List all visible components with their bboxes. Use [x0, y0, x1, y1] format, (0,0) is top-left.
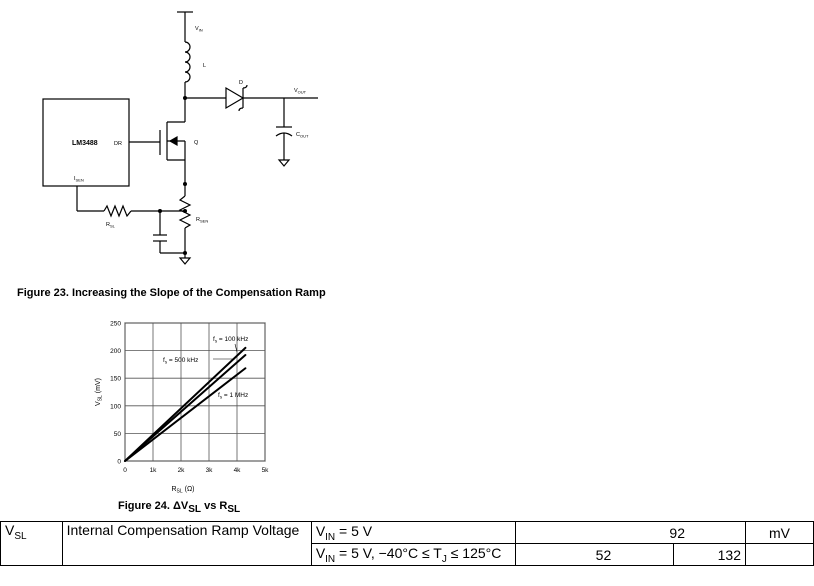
symbol-cell: VSL: [0, 521, 63, 566]
series-line: [124, 354, 247, 462]
figure-24-caption-prefix: Figure 24. ΔV: [118, 500, 189, 512]
spec-table: VSL Internal Compensation Ramp Voltage V…: [0, 521, 814, 566]
series-annotation: fs = 1 MHz: [218, 392, 248, 400]
cout-label: C: [296, 132, 300, 138]
svg-text:VOUT: VOUT: [294, 88, 307, 95]
condition-cell: VIN = 5 V, −40°C ≤ TJ ≤ 125°C: [310, 543, 517, 566]
figure-24-caption-sub2: SL: [227, 504, 241, 516]
table-row: VSL Internal Compensation Ramp Voltage V…: [0, 521, 814, 566]
table-row: VIN = 5 V, −40°C ≤ TJ ≤ 125°C 52 132: [1, 543, 814, 566]
vin-label: V: [195, 26, 199, 32]
units-cell: mV: [744, 521, 814, 544]
y-tick-label: 50: [114, 431, 122, 438]
max-cell: 132: [672, 543, 746, 566]
mosfet-label: Q: [194, 140, 199, 146]
x-tick-label: 0: [123, 467, 127, 474]
svg-text:ISEN: ISEN: [74, 176, 84, 183]
pin-isen-label: I: [74, 176, 76, 182]
figure-24-caption-mid: vs R: [201, 500, 228, 512]
figure-23-caption: Figure 23. Increasing the Slope of the C…: [17, 287, 326, 299]
x-tick-label: 1k: [150, 467, 158, 474]
condition-pre: V: [315, 522, 326, 539]
units-cell: [744, 543, 814, 566]
x-tick-label: 3k: [206, 467, 214, 474]
x-axis-label-sub: SL: [177, 489, 183, 495]
diode-symbol: [225, 86, 245, 110]
pin-dr-label: DR: [114, 141, 122, 147]
x-axis-label: R: [171, 486, 176, 493]
svg-text:RSL (Ω): RSL (Ω): [171, 486, 194, 495]
symbol-sub: SL: [14, 530, 27, 542]
chip-label: LM3488: [72, 140, 98, 147]
vin-sub: IN: [199, 28, 203, 33]
y-tick-label: 100: [110, 403, 121, 410]
condition-pre: V: [315, 544, 326, 561]
x-tick-label: 5k: [262, 467, 270, 474]
grid-lines: [124, 322, 266, 462]
chart-figure-24: 0 1k 2k 3k 4k 5k 0 50 100 150 200 250 fs = 100 kHz…: [95, 321, 270, 495]
svg-text:VSL (mV): VSL (mV): [95, 378, 104, 406]
x-axis-unit: (Ω): [185, 486, 195, 493]
pin-isen-sub: SEN: [76, 178, 84, 183]
inductor-label: L: [203, 63, 206, 69]
condition-cell: VIN = 5 V: [310, 521, 517, 544]
y-tick-label: 0: [117, 459, 121, 466]
rsl-label: R: [106, 222, 110, 228]
typ-cell: 92: [515, 521, 746, 544]
condition-post: = 5 V, −40°C ≤ T: [335, 544, 442, 561]
y-axis-label: V: [95, 401, 102, 406]
vout-label: V: [294, 88, 298, 94]
series-annotation: fs = 100 kHz: [213, 336, 248, 344]
rsl-resistor: [103, 204, 132, 218]
y-axis-unit: (mV): [95, 378, 102, 393]
condition-sub2: J: [441, 553, 447, 565]
rsen-sub: SEN: [200, 219, 208, 224]
svg-text:RSEN: RSEN: [196, 217, 208, 224]
condition-sub: IN: [325, 553, 336, 565]
x-tick-label: 2k: [178, 467, 186, 474]
cout-sub: OUT: [300, 134, 309, 139]
figure-24-caption-sub1: SL: [188, 504, 202, 516]
y-tick-label: 150: [110, 376, 121, 383]
y-tick-label: 200: [110, 348, 121, 355]
condition-post: = 5 V: [335, 522, 373, 539]
min-cell: 52: [515, 543, 616, 566]
rsl-sub: SL: [110, 224, 116, 229]
symbol-text: V: [5, 522, 15, 538]
diode-label: D: [239, 80, 243, 86]
y-tick-label: 250: [110, 321, 121, 328]
series-line: [124, 367, 247, 462]
condition-sub: IN: [325, 531, 336, 543]
schematic-diagram: LM3488 DR ISEN VIN L D VOUT COUT Q RSEN …: [42, 11, 318, 265]
figure-24-caption: Figure 24. ΔVSL vs RSL: [118, 500, 240, 515]
series-annotation: fs = 500 kHz: [163, 357, 198, 365]
annotation-leader: [234, 343, 238, 353]
y-axis-label-sub: SL: [98, 395, 104, 401]
typ-cell: [615, 543, 674, 566]
svg-text:VIN: VIN: [195, 26, 203, 33]
vout-sub: OUT: [298, 90, 307, 95]
svg-text:RSL: RSL: [106, 222, 116, 229]
inductor-symbol: [184, 41, 191, 83]
condition-post2: ≤ 125°C: [446, 544, 502, 561]
parameter-cell: Internal Compensation Ramp Voltage: [61, 521, 312, 566]
x-tick-label: 4k: [234, 467, 242, 474]
rsen-label: R: [196, 217, 200, 223]
svg-text:COUT: COUT: [296, 132, 309, 139]
